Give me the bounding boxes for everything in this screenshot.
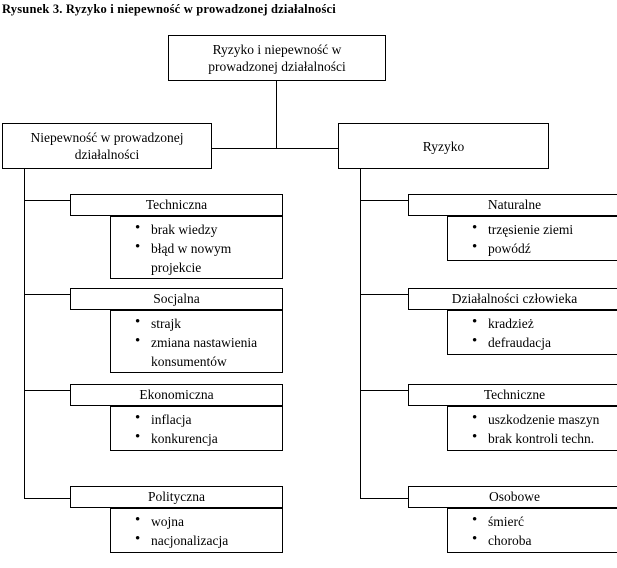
branch-box-right: Ryzyko	[338, 123, 549, 169]
list-item: kradzież	[472, 313, 617, 333]
list-item: uszkodzenie maszyn	[472, 409, 617, 429]
list-item: błąd w nowym projekcie	[135, 238, 282, 277]
list-item: trzęsienie ziemi	[472, 219, 617, 239]
left-connector-line-1	[24, 200, 71, 201]
root-box-line2: prowadzonej działalności	[208, 59, 346, 74]
root-stem-line	[276, 81, 277, 149]
right-connector-line-4	[360, 498, 409, 499]
list-item: strajk	[135, 313, 282, 333]
group-items-right-1: trzęsienie ziemi powódź	[447, 216, 617, 261]
group-header-right-2: Działalności człowieka	[408, 288, 617, 310]
list-item: brak kontroli techn.	[472, 428, 617, 448]
right-connector-line-3	[360, 390, 409, 391]
figure-title: Rysunek 3. Ryzyko i niepewność w prowadz…	[2, 2, 336, 16]
list-item: nacjonalizacja	[135, 530, 282, 550]
list-item: inflacja	[135, 409, 282, 429]
list-item: zmiana nastawienia konsumentów	[135, 332, 282, 371]
list-item: choroba	[472, 530, 617, 550]
branch-box-left: Niepewność w prowadzonej działalności	[2, 123, 212, 169]
left-connector-line-3	[24, 390, 71, 391]
group-items-right-2: kradzież defraudacja	[447, 310, 617, 355]
right-connector-line-2	[360, 294, 409, 295]
group-header-right-4: Osobowe	[408, 486, 617, 508]
branch-box-left-line2: działalności	[74, 147, 140, 162]
group-header-left-4: Polityczna	[70, 486, 283, 508]
group-items-right-4: śmierć choroba	[447, 508, 617, 553]
group-header-left-2: Socjalna	[70, 288, 283, 310]
left-connector-line-4	[24, 498, 71, 499]
branch-box-right-line1: Ryzyko	[422, 138, 465, 154]
group-header-left-3: Ekonomiczna	[70, 384, 283, 406]
list-item: brak wiedzy	[135, 219, 282, 239]
group-items-left-4: wojna nacjonalizacja	[110, 508, 283, 553]
group-items-left-3: inflacja konkurencja	[110, 406, 283, 451]
list-item: defraudacja	[472, 332, 617, 352]
group-items-left-1: brak wiedzy błąd w nowym projekcie	[110, 216, 283, 279]
branch-box-left-line1: Niepewność w prowadzonej	[30, 130, 184, 145]
root-box-line1: Ryzyko i niepewność w	[212, 42, 342, 57]
list-item: powódź	[472, 238, 617, 258]
group-items-right-3: uszkodzenie maszyn brak kontroli techn.	[447, 406, 617, 451]
left-connector-line-2	[24, 294, 71, 295]
group-items-left-2: strajk zmiana nastawienia konsumentów	[110, 310, 283, 373]
group-header-left-1: Techniczna	[70, 194, 283, 216]
group-header-right-1: Naturalne	[408, 194, 617, 216]
left-trunk-line	[24, 169, 25, 499]
list-item: śmierć	[472, 511, 617, 531]
right-trunk-line	[360, 169, 361, 499]
group-header-right-3: Techniczne	[408, 384, 617, 406]
right-connector-line-1	[360, 200, 409, 201]
root-box: Ryzyko i niepewność w prowadzonej działa…	[168, 35, 386, 81]
list-item: wojna	[135, 511, 282, 531]
list-item: konkurencja	[135, 428, 282, 448]
branch-connector-line	[212, 148, 338, 149]
